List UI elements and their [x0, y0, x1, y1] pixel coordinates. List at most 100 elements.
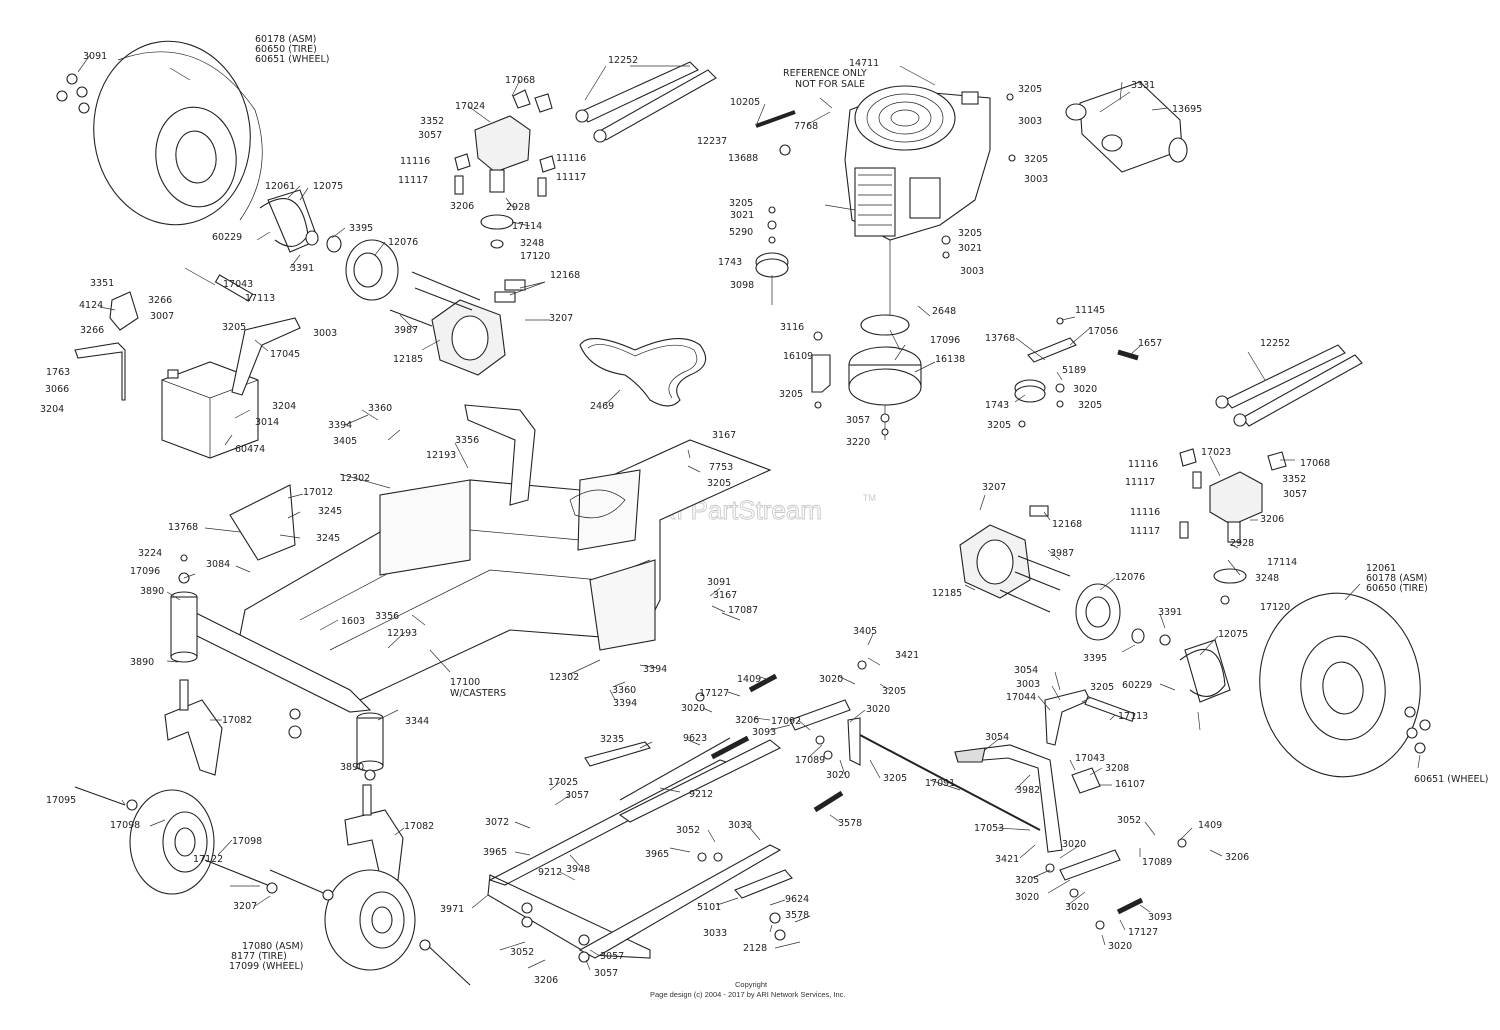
- part-callout[interactable]: 2928: [506, 202, 530, 213]
- front-axle-tube-left[interactable]: [170, 591, 198, 663]
- part-callout[interactable]: 12302: [340, 473, 370, 484]
- part-callout[interactable]: 3054: [1014, 665, 1038, 676]
- steering-lever-17091[interactable]: [954, 744, 1063, 853]
- part-callout[interactable]: 3245: [316, 533, 340, 544]
- part-callout[interactable]: 3020: [826, 770, 850, 781]
- lever-17089-right[interactable]: [1059, 849, 1121, 881]
- part-callout[interactable]: 5101: [697, 902, 721, 913]
- part-callout[interactable]: 17122: [193, 854, 223, 865]
- part-callout[interactable]: 17082: [222, 715, 252, 726]
- part-callout[interactable]: 3248: [1255, 573, 1279, 584]
- part-callout[interactable]: 12061: [265, 181, 295, 192]
- part-callout[interactable]: 3003: [960, 266, 984, 277]
- part-callout[interactable]: 3003: [1016, 679, 1040, 690]
- part-callout[interactable]: 3987: [1050, 548, 1074, 559]
- part-callout[interactable]: 3020: [1015, 892, 1039, 903]
- part-callout[interactable]: 4124: [79, 300, 103, 311]
- part-callout[interactable]: 3421: [995, 854, 1019, 865]
- part-callout[interactable]: 2928: [1230, 538, 1254, 549]
- part-callout[interactable]: 17095: [46, 795, 76, 806]
- part-callout[interactable]: 8177 (TIRE): [231, 951, 287, 962]
- hydraulic-hoses-right[interactable]: [1215, 344, 1363, 427]
- transmission-left[interactable]: [389, 271, 526, 376]
- brake-band-right[interactable]: [1179, 639, 1231, 703]
- part-callout[interactable]: 3352: [420, 116, 444, 127]
- part-callout[interactable]: 3205: [1018, 84, 1042, 95]
- part-callout[interactable]: 10205: [730, 97, 760, 108]
- part-callout[interactable]: 9624: [785, 894, 809, 905]
- part-callout[interactable]: 3235: [600, 734, 624, 745]
- part-callout[interactable]: 3245: [318, 506, 342, 517]
- part-callout[interactable]: 3072: [485, 817, 509, 828]
- part-callout[interactable]: 3020: [1073, 384, 1097, 395]
- caster-fork-right[interactable]: [344, 784, 404, 881]
- part-callout[interactable]: 60178 (ASM): [1366, 573, 1427, 584]
- rear-tire-right[interactable]: [1248, 583, 1432, 787]
- part-callout[interactable]: 2469: [590, 401, 614, 412]
- part-callout[interactable]: 3356: [455, 435, 479, 446]
- part-callout[interactable]: 3091: [707, 577, 731, 588]
- part-callout[interactable]: 3205: [987, 420, 1011, 431]
- part-callout[interactable]: 3208: [1105, 763, 1129, 774]
- part-callout[interactable]: 17080 (ASM): [242, 941, 303, 952]
- electric-clutch[interactable]: [848, 314, 922, 440]
- part-callout[interactable]: 3020: [1108, 941, 1132, 952]
- front-axle-tube-right[interactable]: [356, 712, 384, 772]
- part-callout[interactable]: 3266: [148, 295, 172, 306]
- part-callout[interactable]: 17089: [1142, 857, 1172, 868]
- part-callout[interactable]: 3206: [735, 715, 759, 726]
- spring-9212-upper[interactable]: [710, 735, 750, 760]
- part-callout[interactable]: 17127: [1128, 927, 1158, 938]
- part-callout[interactable]: 3098: [730, 280, 754, 291]
- part-callout[interactable]: 17012: [303, 487, 333, 498]
- part-callout[interactable]: 11117: [1125, 477, 1155, 488]
- part-callout[interactable]: 3391: [290, 263, 314, 274]
- part-callout[interactable]: 3052: [676, 825, 700, 836]
- part-callout[interactable]: 12168: [1052, 519, 1082, 530]
- part-callout[interactable]: 1743: [718, 257, 742, 268]
- part-callout[interactable]: 3206: [534, 975, 558, 986]
- part-callout[interactable]: 3351: [90, 278, 114, 289]
- lower-frame-5101[interactable]: [487, 739, 782, 959]
- part-callout[interactable]: 16107: [1115, 779, 1145, 790]
- part-callout[interactable]: 17100: [450, 677, 480, 688]
- part-callout[interactable]: 3057: [846, 415, 870, 426]
- part-callout[interactable]: 11116: [1128, 459, 1158, 470]
- spring-1657[interactable]: [1117, 349, 1139, 361]
- part-callout[interactable]: 9212: [538, 867, 562, 878]
- part-callout[interactable]: 3405: [333, 436, 357, 447]
- muffler[interactable]: [1065, 81, 1188, 173]
- part-callout[interactable]: 14711: [849, 58, 879, 69]
- part-callout[interactable]: 3965: [645, 849, 669, 860]
- part-callout[interactable]: 3360: [612, 685, 636, 696]
- part-callout[interactable]: 17099 (WHEEL): [229, 961, 304, 972]
- bracket-9624[interactable]: [734, 869, 793, 899]
- part-callout[interactable]: 16138: [935, 354, 965, 365]
- engine[interactable]: [844, 85, 991, 315]
- part-callout[interactable]: 3207: [982, 482, 1006, 493]
- part-callout[interactable]: 3344: [405, 716, 429, 727]
- hub-left[interactable]: [305, 230, 399, 301]
- part-callout[interactable]: 3206: [1225, 852, 1249, 863]
- part-callout[interactable]: 11117: [1130, 526, 1160, 537]
- part-callout[interactable]: W/CASTERS: [450, 688, 506, 699]
- part-callout[interactable]: 12076: [388, 237, 418, 248]
- part-callout[interactable]: 17096: [930, 335, 960, 346]
- part-callout[interactable]: 60474: [235, 444, 265, 455]
- part-callout[interactable]: 3394: [328, 420, 352, 431]
- part-callout[interactable]: 3331: [1131, 80, 1155, 91]
- engine-pulley[interactable]: [755, 252, 789, 305]
- part-callout[interactable]: 3206: [1260, 514, 1284, 525]
- battery-hold-down[interactable]: [74, 342, 126, 401]
- part-callout[interactable]: 3205: [883, 773, 907, 784]
- part-callout[interactable]: 11145: [1075, 305, 1105, 316]
- part-callout[interactable]: 3890: [340, 762, 364, 773]
- part-callout[interactable]: 3578: [838, 818, 862, 829]
- part-callout[interactable]: 3205: [1024, 154, 1048, 165]
- part-callout[interactable]: 3054: [985, 732, 1009, 743]
- part-callout[interactable]: 1603: [341, 616, 365, 627]
- part-callout[interactable]: 17114: [1267, 557, 1297, 568]
- part-callout[interactable]: 3266: [80, 325, 104, 336]
- part-callout[interactable]: 3204: [40, 404, 64, 415]
- part-callout[interactable]: 3167: [713, 590, 737, 601]
